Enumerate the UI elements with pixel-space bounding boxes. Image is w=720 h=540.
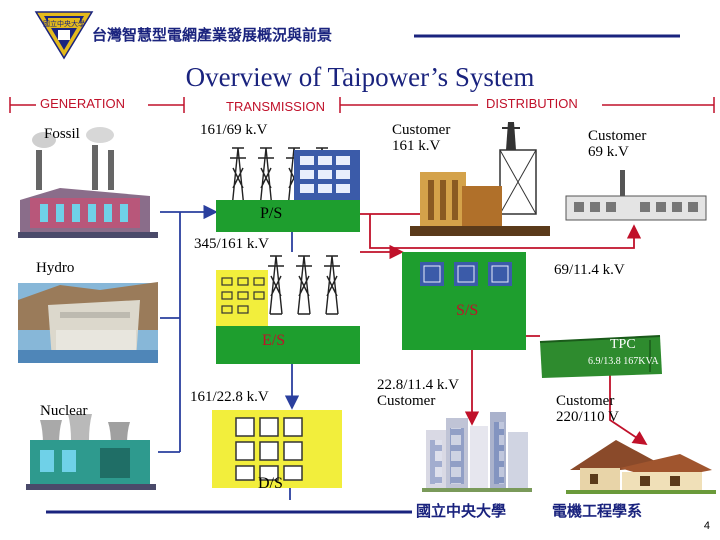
label-ss: S/S bbox=[456, 302, 479, 319]
label-customer-69: Customer 69 k.V bbox=[588, 128, 647, 160]
label-hydro: Hydro bbox=[36, 260, 75, 276]
tpc-transformer bbox=[539, 335, 662, 378]
footer-department: 電機工程學系 bbox=[552, 502, 643, 520]
transmission-towers-mid bbox=[268, 255, 340, 315]
label-fossil: Fossil bbox=[44, 126, 80, 142]
factory-illustration bbox=[565, 170, 707, 221]
es-building bbox=[216, 270, 360, 364]
ss-building bbox=[402, 252, 526, 350]
house-illustration bbox=[566, 440, 716, 494]
label-22-11-customer: 22.8/11.4 k.V Customer bbox=[377, 377, 459, 409]
logo-text: 國立中央大學 bbox=[43, 19, 85, 28]
label-69-11kv: 69/11.4 k.V bbox=[554, 262, 625, 278]
label-161-22kv: 161/22.8 k.V bbox=[190, 389, 269, 405]
industrial-plant-illustration bbox=[410, 122, 550, 236]
city-buildings-illustration bbox=[422, 412, 532, 492]
label-ds: D/S bbox=[258, 475, 283, 492]
section-generation: GENERATION bbox=[40, 96, 125, 111]
section-transmission: TRANSMISSION bbox=[226, 99, 325, 114]
label-customer-220: Customer 220/110 V bbox=[556, 393, 619, 425]
page-number: 4 bbox=[703, 520, 710, 532]
label-ps: P/S bbox=[260, 205, 283, 222]
ds-building bbox=[212, 410, 342, 488]
section-dividers bbox=[9, 97, 715, 113]
label-161-69kv: 161/69 k.V bbox=[200, 122, 268, 138]
university-logo: 國立中央大學 bbox=[34, 11, 94, 60]
fossil-plant-illustration bbox=[18, 127, 158, 238]
label-customer-161: Customer 161 k.V bbox=[392, 122, 451, 154]
label-nuclear: Nuclear bbox=[40, 403, 88, 419]
hydro-dam-illustration bbox=[18, 282, 158, 363]
header-title: 台灣智慧型電網產業發展概況與前景 bbox=[92, 26, 333, 44]
ps-building bbox=[216, 150, 360, 232]
label-es: E/S bbox=[262, 332, 286, 349]
nuclear-plant-illustration bbox=[26, 414, 156, 490]
main-title: Overview of Taipower’s System bbox=[185, 62, 535, 92]
footer-university: 國立中央大學 bbox=[416, 502, 507, 520]
label-tpc: TPC bbox=[610, 337, 636, 352]
label-345-161kv: 345/161 k.V bbox=[194, 236, 269, 252]
section-distribution: DISTRIBUTION bbox=[486, 96, 578, 111]
label-tpc-rating: 6.9/13.8 167KVA bbox=[588, 356, 659, 367]
